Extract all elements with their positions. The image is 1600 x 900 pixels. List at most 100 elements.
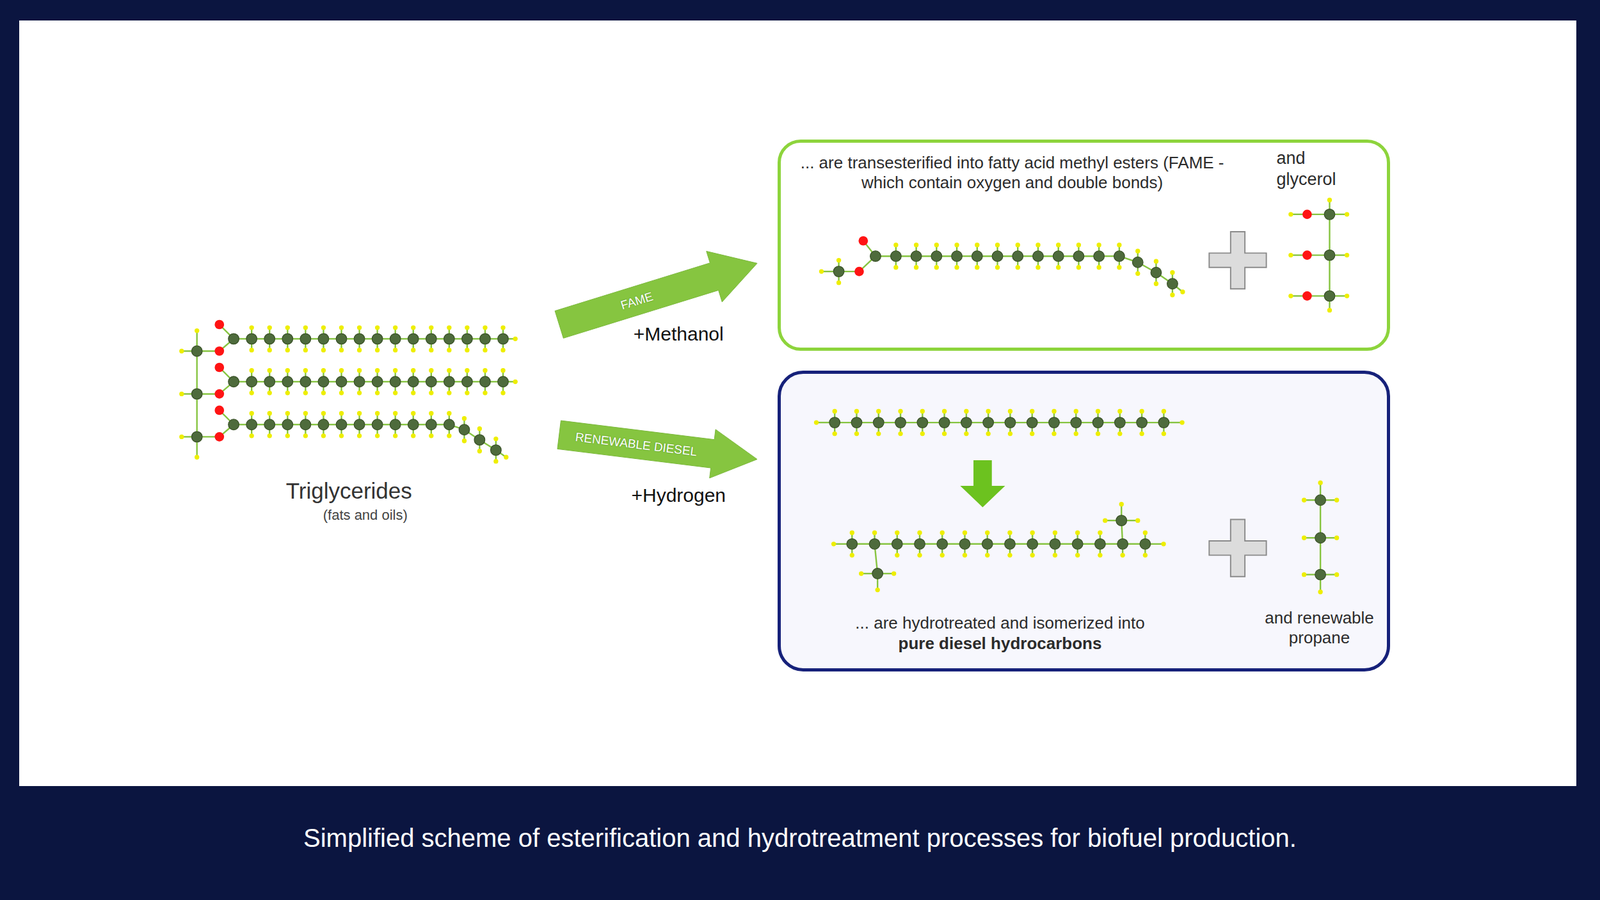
bond-line: [966, 421, 989, 424]
atom-dot: [849, 552, 855, 558]
atom-dot: [428, 433, 434, 438]
atom-dot: [985, 408, 991, 414]
bond-line: [941, 544, 943, 556]
bond-line: [466, 370, 468, 383]
atom-dot: [477, 448, 482, 454]
atom-dot: [490, 444, 502, 456]
atom-dot: [951, 250, 963, 262]
atom-dot: [339, 368, 344, 373]
bond-line: [942, 543, 965, 545]
atom-dot: [1070, 417, 1082, 429]
bond-line: [376, 381, 378, 393]
atom-dot: [1315, 568, 1327, 580]
atom-dot: [410, 325, 416, 330]
atom-dot: [249, 368, 255, 373]
bond-line: [496, 449, 507, 457]
atom-dot: [1334, 535, 1339, 541]
atom-dot: [410, 410, 416, 416]
bond-line: [413, 337, 432, 340]
bond-line: [305, 337, 324, 340]
bond-line: [919, 532, 921, 544]
bond-line: [304, 424, 306, 436]
bond-line: [1120, 504, 1122, 521]
bond-line: [268, 424, 271, 436]
bond-line: [412, 370, 415, 383]
bond-line: [304, 327, 306, 340]
atom-dot: [872, 530, 877, 536]
bond-line: [181, 392, 198, 395]
bond-line: [987, 543, 1010, 545]
bond-line: [875, 255, 896, 257]
atom-dot: [1327, 197, 1332, 203]
bond-line: [915, 256, 917, 268]
bond-line: [358, 424, 360, 436]
atom-dot: [1093, 250, 1105, 262]
atom-dot: [493, 436, 498, 441]
bond-line: [484, 327, 486, 340]
bond-line: [377, 423, 396, 425]
bond-line: [305, 423, 324, 425]
bond-line: [897, 543, 920, 545]
molecule-group: [179, 320, 518, 464]
bond-line: [1119, 411, 1121, 424]
bond-line: [431, 423, 450, 425]
node-text: ... are hydrotreated and isomerized into: [785, 613, 1215, 633]
bond-line: [1306, 213, 1330, 216]
bond-line: [412, 338, 415, 351]
bond-line: [1290, 254, 1308, 256]
bond-line: [1122, 543, 1145, 545]
atom-dot: [942, 408, 947, 414]
atom-dot: [410, 390, 416, 395]
bond-line: [1141, 422, 1143, 434]
atom-dot: [214, 389, 224, 399]
bond-line: [430, 424, 432, 436]
atom-dot: [214, 405, 224, 416]
atom-dot: [482, 390, 488, 395]
bond-line: [358, 338, 360, 351]
bond-line: [359, 380, 378, 383]
bond-line: [1031, 544, 1033, 556]
bond-line: [943, 422, 945, 434]
atom-dot: [1334, 572, 1339, 577]
bond-line: [305, 380, 324, 383]
atom-dot: [512, 336, 518, 342]
atom-dot: [444, 376, 456, 388]
plus-sign: [1208, 519, 1266, 577]
bond-line: [1053, 422, 1055, 434]
atom-dot: [963, 408, 969, 414]
node-subtext: (fats and oils): [252, 506, 478, 524]
bond-line: [1077, 543, 1101, 545]
bond-line: [1163, 421, 1183, 424]
atom-dot: [1334, 497, 1339, 503]
atom-dot: [1012, 250, 1024, 262]
atoms: [814, 408, 1339, 595]
bond-line: [1075, 411, 1077, 424]
bond-line: [1144, 532, 1146, 544]
atom-dot: [375, 390, 380, 395]
atom-dot: [389, 419, 401, 431]
bond-line: [1038, 255, 1059, 257]
bond-line: [358, 370, 360, 383]
bond-line: [250, 424, 253, 436]
atom-dot: [1095, 408, 1101, 414]
process-box: ... are transesterified into fatty acid …: [777, 139, 1391, 351]
atom-dot: [1030, 552, 1035, 558]
atom-dot: [179, 391, 184, 397]
atom-dot: [214, 432, 224, 442]
atom-dot: [407, 333, 419, 345]
atom-dot: [931, 250, 943, 262]
bond-line: [1171, 283, 1174, 296]
bond-line: [919, 543, 943, 545]
text-holder: ... are transesterified into fatty acid …: [794, 152, 1231, 193]
bond-line: [874, 543, 898, 545]
atom-dot: [1029, 408, 1035, 414]
bond-line: [964, 543, 987, 545]
bond-line: [219, 424, 234, 437]
bond-line: [899, 422, 902, 434]
atom-dot: [1096, 264, 1101, 270]
atom-dot: [336, 376, 347, 388]
bond-line: [1119, 422, 1121, 434]
atom-dot: [1075, 530, 1080, 536]
atom-dot: [910, 250, 922, 262]
